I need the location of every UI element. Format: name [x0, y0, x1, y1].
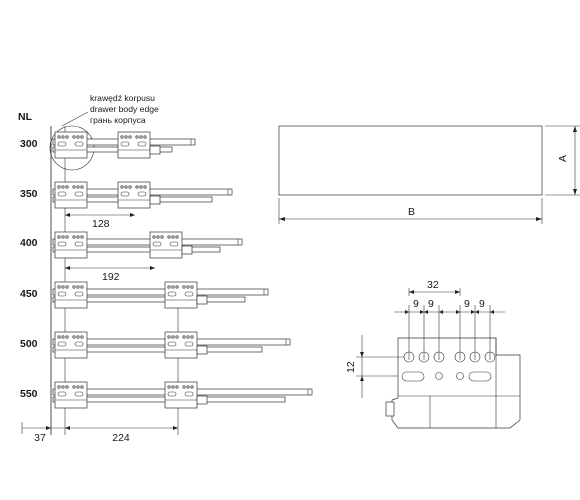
front-bracket — [54, 231, 88, 259]
mount-hole-small — [435, 372, 443, 380]
dim-128-label: 128 — [92, 218, 110, 230]
rear-bracket — [164, 281, 198, 309]
dim-32-label: 32 — [427, 279, 439, 291]
front-bracket — [54, 381, 88, 409]
callout-line-ru: грань корпуса — [90, 115, 146, 125]
dim-b-label: B — [408, 206, 415, 218]
callout-line-pl: krawędź korpusu — [90, 93, 155, 103]
runner-row — [52, 131, 196, 159]
size-label-550: 550 — [20, 388, 38, 400]
size-label-300: 300 — [20, 138, 38, 150]
rear-bracket — [117, 181, 151, 209]
dim-9-label-3: 9 — [464, 298, 470, 310]
front-bracket — [54, 181, 88, 209]
runner-row — [52, 281, 269, 309]
left-panel: NL krawędź korpusu drawer body edge гран… — [18, 93, 313, 444]
dim-9-label-1: 9 — [413, 298, 419, 310]
rear-bracket — [164, 381, 198, 409]
runner-row — [52, 181, 233, 209]
front-bracket — [54, 131, 88, 159]
rear-bracket — [117, 131, 151, 159]
dim-12-label: 12 — [345, 361, 357, 373]
front-bracket — [54, 331, 88, 359]
bracket-detail-view: 32 9 9 9 9 12 — [345, 279, 521, 429]
callout-leader — [61, 111, 89, 127]
runner-set — [52, 131, 313, 409]
dimension-128: 128 — [65, 213, 135, 230]
mount-hole-small-2 — [456, 372, 464, 380]
size-label-350: 350 — [20, 188, 38, 200]
dim-9-label-4: 9 — [479, 298, 485, 310]
size-label-450: 450 — [20, 288, 38, 300]
dim-37-label: 37 — [34, 432, 46, 444]
mount-slot-2 — [468, 371, 492, 382]
size-label-400: 400 — [20, 237, 38, 249]
drawer-front-view: A B — [278, 125, 580, 224]
dim-a-label: A — [557, 155, 569, 162]
drawer-front-rect — [278, 125, 543, 196]
front-bracket — [54, 281, 88, 309]
runner-row — [52, 231, 243, 259]
runner-row — [52, 381, 313, 409]
dim-224-label: 224 — [112, 432, 130, 444]
nl-header: NL — [18, 111, 33, 123]
dimension-192: 192 — [65, 266, 155, 283]
rear-bracket — [149, 231, 183, 259]
size-label-500: 500 — [20, 338, 38, 350]
bracket-outline — [391, 337, 521, 429]
runner-row — [52, 331, 291, 359]
mount-slot-1 — [401, 371, 425, 382]
callout-line-en: drawer body edge — [90, 104, 159, 114]
dim-192-label: 192 — [102, 271, 120, 283]
dim-9-label-2: 9 — [428, 298, 434, 310]
rear-bracket — [164, 331, 198, 359]
dimension-37-224: 37 224 — [21, 422, 178, 444]
